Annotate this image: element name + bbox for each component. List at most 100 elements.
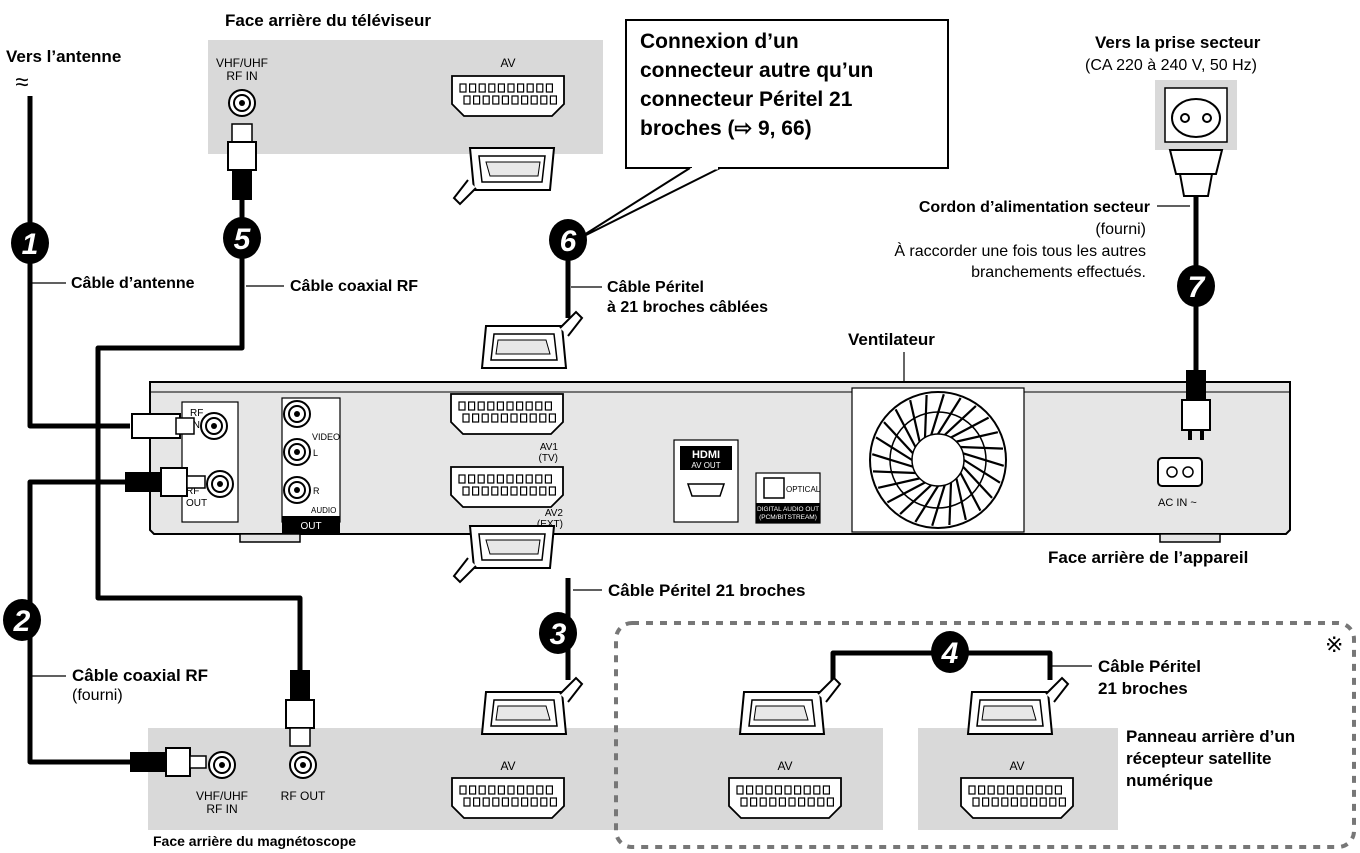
rf-cable-supplied-label: Câble coaxial RF — [72, 666, 208, 685]
step-badge-6: 6 — [549, 219, 587, 261]
svg-text:RF OUT: RF OUT — [281, 789, 326, 803]
tv-rf-plug — [227, 123, 257, 200]
svg-text:VIDEO: VIDEO — [312, 432, 340, 442]
mains-spec: (CA 220 à 240 V, 50 Hz) — [1085, 57, 1257, 74]
antenna-cable-label: Câble d’antenne — [71, 275, 195, 292]
svg-text:6: 6 — [560, 225, 577, 258]
mains-label: Vers la prise secteur — [1095, 33, 1261, 52]
ac-in-socket — [1157, 457, 1203, 487]
antenna-label: Vers l’antenne — [6, 47, 121, 66]
unit-rear-panel: RF IN RF OUT VIDEO L R AUDIO OUT AV1 (TV… — [149, 381, 1291, 543]
supplied-label: (fourni) — [72, 687, 123, 704]
vcr-rf-out-jack — [289, 751, 317, 779]
svg-text:AV2: AV2 — [545, 508, 564, 519]
svg-text:RF: RF — [190, 408, 203, 419]
vcr-rear-panel: VHF/UHF RF IN RF OUT AV AV — [148, 728, 883, 830]
scart-plug-vcr — [481, 677, 583, 735]
tv-rf-in-label: VHF/UHF — [216, 56, 268, 70]
callout-line-2: connecteur autre qu’un — [640, 59, 873, 82]
wall-outlet — [1155, 80, 1237, 197]
scart-sat-label-1: Câble Péritel — [1098, 657, 1201, 676]
svg-text:4: 4 — [941, 637, 959, 670]
unit-rf-in-jack — [200, 412, 228, 440]
svg-text:7: 7 — [1188, 271, 1206, 304]
scart-plug-sat — [967, 677, 1069, 735]
vcr-rear-label: Face arrière du magnétoscope — [153, 833, 356, 849]
antenna-symbol: ≈ — [15, 69, 28, 96]
svg-text:AV: AV — [500, 759, 515, 773]
svg-text:1: 1 — [22, 228, 39, 261]
svg-text:OUT: OUT — [186, 498, 207, 509]
svg-text:(EXT): (EXT) — [537, 519, 563, 530]
hdmi-port — [686, 483, 726, 497]
callout-box: Connexion d’un connecteur autre qu’un co… — [575, 19, 949, 241]
note-mark: ※ — [1325, 632, 1343, 657]
vcr-rf-out-plug — [285, 670, 315, 747]
scart-plug-unit-av1 — [481, 311, 583, 369]
svg-text:IN: IN — [190, 420, 200, 431]
scart-wired-label-2: à 21 broches câblées — [607, 299, 768, 316]
optional-region — [614, 621, 1356, 849]
svg-text:R: R — [313, 486, 320, 496]
antenna-cable — [27, 96, 130, 429]
svg-text:VHF/UHF: VHF/UHF — [196, 789, 248, 803]
tv-rear-label: Face arrière du téléviseur — [225, 11, 431, 30]
vcr-rf-in-plug — [130, 747, 207, 777]
rf-coaxial-cable — [95, 200, 303, 670]
svg-text:AC IN ~: AC IN ~ — [1158, 497, 1197, 509]
tv-av-label: AV — [500, 56, 515, 70]
tv-rf-in-jack — [228, 89, 256, 117]
svg-text:(TV): (TV) — [539, 453, 558, 464]
callout-line-4: broches (⇨ 9, 66) — [640, 117, 812, 140]
rf-out-plug — [125, 467, 206, 497]
svg-text:3: 3 — [550, 618, 567, 651]
step-badge-3: 3 — [539, 612, 577, 654]
svg-text:RF IN: RF IN — [206, 802, 237, 816]
callout-line-3: connecteur Péritel 21 — [640, 88, 853, 111]
power-cord-labels: Cordon d’alimentation secteur (fourni) À… — [894, 199, 1190, 281]
power-plug — [1181, 370, 1211, 440]
tv-rf-in-label-2: RF IN — [226, 69, 257, 83]
svg-text:branchements effectués.: branchements effectués. — [971, 264, 1146, 281]
callout-line-1: Connexion d’un — [640, 30, 799, 53]
step-badge-5: 5 — [223, 217, 261, 259]
svg-text:(fourni): (fourni) — [1095, 221, 1146, 238]
rf-in-plug — [131, 413, 195, 439]
svg-text:AUDIO: AUDIO — [311, 506, 336, 515]
unit-rf-out-jack — [206, 470, 234, 498]
rf-cable-label: Câble coaxial RF — [290, 278, 418, 295]
scart-wired-label-1: Câble Péritel — [607, 279, 704, 296]
svg-text:récepteur satellite: récepteur satellite — [1126, 749, 1272, 768]
fan-label: Ventilateur — [848, 330, 935, 349]
tv-rear-panel: Face arrière du téléviseur VHF/UHF RF IN… — [208, 11, 603, 154]
svg-text:AV1: AV1 — [540, 442, 559, 453]
svg-text:L: L — [313, 448, 318, 458]
satellite-panel: AV Panneau arrière d’un récepteur satell… — [918, 727, 1295, 830]
step-badge-7: 7 — [1177, 265, 1215, 307]
audio-l-jack — [283, 438, 311, 466]
svg-text:DIGITAL AUDIO OUT: DIGITAL AUDIO OUT — [757, 506, 819, 513]
step-badge-1: 1 — [11, 222, 49, 264]
optical-port — [763, 477, 785, 499]
svg-text:2: 2 — [13, 605, 31, 638]
vcr-rf-in-jack — [208, 751, 236, 779]
svg-text:numérique: numérique — [1126, 771, 1213, 790]
scart-cable-label: Câble Péritel 21 broches — [608, 581, 805, 600]
svg-text:À raccorder une fois tous les: À raccorder une fois tous les autres — [894, 241, 1146, 260]
audio-r-jack — [283, 476, 311, 504]
svg-text:5: 5 — [234, 223, 252, 256]
scart-plug-middle — [739, 677, 841, 735]
hdmi-logo: HDMI — [692, 449, 720, 461]
unit-rear-label: Face arrière de l’appareil — [1048, 548, 1248, 567]
svg-text:RF: RF — [186, 486, 199, 497]
step-badge-2: 2 — [3, 599, 41, 641]
svg-text:Cordon d’alimentation secteur: Cordon d’alimentation secteur — [919, 199, 1150, 216]
rf-cable-supplied — [27, 479, 130, 765]
svg-text:(PCM/BITSTREAM): (PCM/BITSTREAM) — [759, 514, 817, 521]
svg-text:OUT: OUT — [300, 521, 321, 532]
svg-text:Panneau arrière d’un: Panneau arrière d’un — [1126, 727, 1295, 746]
svg-text:AV OUT: AV OUT — [691, 461, 720, 470]
scart-plug-tv — [453, 147, 555, 205]
svg-text:AV: AV — [777, 759, 792, 773]
